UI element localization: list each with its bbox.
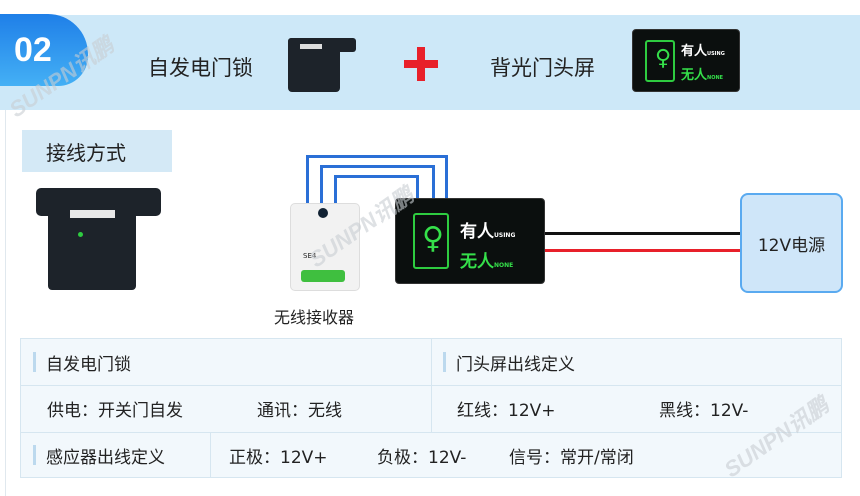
door-lock-large-image	[36, 188, 161, 290]
lock-comm: 通讯：无线	[257, 401, 342, 421]
wireless-receiver-image: SE4	[290, 203, 360, 291]
door-screen-diagram: ♀ 有人USING 无人NONE	[395, 198, 545, 284]
lock-power: 供电：开关门自发	[47, 401, 183, 421]
red-wire-def: 红线：12V+	[457, 401, 556, 421]
positive-def: 正极：12V+	[229, 447, 328, 468]
occupied-text: 有人	[681, 44, 708, 59]
door-lock-image	[288, 38, 356, 92]
screen-header: 门头屏出线定义	[443, 339, 575, 385]
section-title: 接线方式	[22, 130, 172, 172]
vacant-text: 无人	[460, 252, 494, 272]
spec-table: 自发电门锁 门头屏出线定义 供电：开关门自发 通讯：无线 红线：12V+ 黑线：…	[20, 338, 842, 478]
step-badge: 02	[0, 14, 88, 86]
item-screen-title: 背光门头屏	[490, 56, 595, 80]
content-area	[5, 110, 857, 496]
door-screen-image: ♀ 有人USING 无人NONE	[632, 29, 740, 92]
red-wire	[545, 249, 740, 252]
signal-def: 信号：常开/常闭	[509, 447, 634, 468]
negative-def: 负极：12V-	[377, 447, 467, 468]
occupied-en: USING	[494, 232, 516, 239]
vacant-text: 无人	[681, 68, 708, 83]
sensor-header: 感应器出线定义	[33, 432, 165, 478]
black-wire	[545, 232, 740, 235]
woman-icon: ♀	[655, 46, 672, 71]
vacant-en: NONE	[494, 262, 514, 269]
black-wire-def: 黑线：12V-	[659, 401, 749, 421]
lock-header: 自发电门锁	[33, 339, 131, 385]
plus-icon	[404, 47, 438, 81]
power-supply-box: 12V电源	[740, 193, 843, 293]
vacant-en: NONE	[707, 75, 724, 81]
receiver-label: 无线接收器	[274, 308, 355, 327]
item-lock-title: 自发电门锁	[148, 56, 253, 80]
woman-icon: ♀	[422, 221, 444, 256]
occupied-en: USING	[707, 51, 725, 57]
occupied-text: 有人	[460, 222, 494, 242]
